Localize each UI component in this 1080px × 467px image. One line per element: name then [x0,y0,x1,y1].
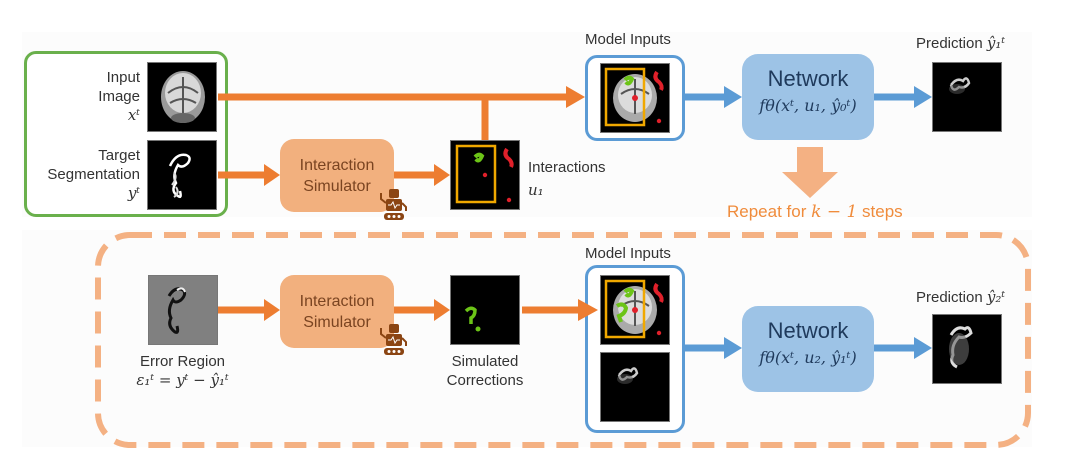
model-inputs-label-top: Model Inputs [585,31,671,48]
arrowhead [264,164,280,186]
arrowhead [724,86,742,108]
arrowhead [724,337,742,359]
model-input-composite-top [600,63,670,133]
target-segmentation-label: Target Segmentation yᵗ [47,147,140,202]
target-segmentation-thumbnail [147,140,217,210]
prediction-thumbnail-top [932,62,1002,132]
model-inputs-label-bottom: Model Inputs [585,245,671,262]
network-bottom: Network fθ(xᵗ, u₂, ŷ₁ᵗ) [742,306,874,392]
arrowhead [914,86,932,108]
network-top: Network fθ(xᵗ, u₁, ŷ₀ᵗ) [742,54,874,140]
input-image-thumbnail [147,62,217,132]
model-input-previous-prediction [600,352,670,422]
arrowhead [434,299,450,321]
repeat-label: Repeat for k − 1 steps [727,202,903,222]
prediction-label-bottom: Prediction ŷ₂ᵗ [916,288,1006,306]
robot-icon [380,189,407,220]
dashed-loop-border [95,232,1031,448]
repeat-arrow [782,147,838,198]
arrowhead [566,86,585,108]
arrowhead [264,299,280,321]
simulated-corrections-thumbnail [450,275,520,345]
arrowhead [434,164,450,186]
arrowhead [914,337,932,359]
prediction-label-top: Prediction ŷ₁ᵗ [916,34,1006,52]
model-input-composite-bottom [600,275,670,345]
error-region-label: Error Region ε₁ᵗ = yᵗ − ŷ₁ᵗ [136,353,229,389]
robot-icon [380,324,407,355]
error-region-thumbnail [148,275,218,345]
arrowhead [578,299,598,321]
interactions-thumbnail [450,140,520,210]
prediction-thumbnail-bottom [932,314,1002,384]
interactions-label: Interactions u₁ [528,159,606,199]
simulated-corrections-label: Simulated Corrections [446,353,524,389]
input-image-label: Input Image xᵗ [98,69,140,124]
